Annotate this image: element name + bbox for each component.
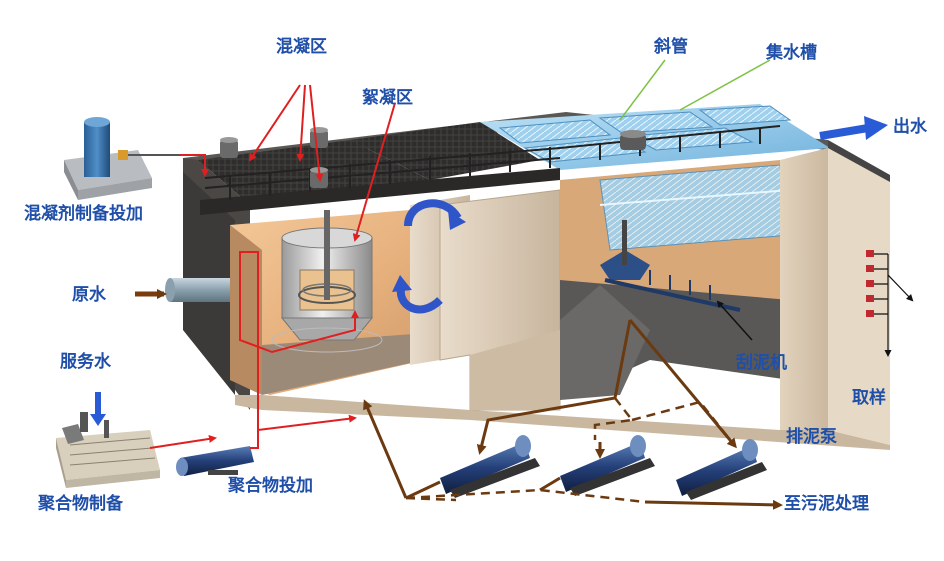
label-inclined-tubes: 斜管	[654, 37, 688, 57]
label-coagulation-zone: 混凝区	[276, 37, 327, 57]
outlet-arrow-shaft	[819, 124, 869, 140]
dosing-lines	[149, 84, 396, 449]
label-collection-trough: 集水槽	[766, 43, 817, 63]
tank-front-rim	[200, 168, 560, 215]
polymer-prep-unit	[56, 412, 160, 488]
coagulant-prep-unit	[64, 117, 180, 200]
label-flocculation-zone: 絮凝区	[362, 88, 413, 108]
label-outlet-water: 出水	[893, 117, 927, 137]
label-scraper: 刮泥机	[736, 353, 787, 373]
tank-end-rim	[828, 140, 890, 182]
sludge-pump-1	[440, 435, 540, 498]
inclined-tubes-inside	[599, 164, 791, 251]
flocculation-reactor	[271, 210, 383, 353]
deck-railings	[204, 125, 781, 200]
outlet-arrow	[819, 116, 888, 140]
label-coagulant-prep: 混凝剂制备投加	[24, 204, 143, 224]
rotation-arrows	[392, 199, 466, 314]
label-raw-water: 原水	[72, 285, 106, 305]
pointer-lines	[619, 59, 771, 121]
outlet-arrow-head	[864, 116, 888, 140]
label-polymer-dosing: 聚合物投加	[228, 476, 313, 496]
inclined-tube-modules	[498, 105, 792, 163]
sampling-valves	[866, 250, 914, 357]
settling-tank	[183, 104, 914, 450]
sludge-pump-2	[560, 435, 655, 496]
tank-end-wall	[828, 140, 890, 445]
label-service-water: 服务水	[60, 352, 111, 372]
label-polymer-prep: 聚合物制备	[38, 494, 123, 514]
label-sampling: 取样	[852, 388, 886, 408]
sludge-lines-dashed	[405, 397, 736, 504]
label-to-sludge-treatment: 至污泥处理	[784, 494, 869, 514]
label-sludge-pump: 排泥泵	[786, 427, 837, 447]
sludge-pump-3	[676, 439, 767, 500]
polymer-dosing-pump	[176, 446, 254, 476]
sludge-cone	[560, 285, 650, 400]
sludge-lines	[363, 319, 783, 510]
scraper-pointer	[716, 300, 753, 341]
baffle-base	[470, 330, 560, 410]
service-water-arrow-head	[90, 414, 106, 426]
mixing-chamber-side	[230, 225, 262, 395]
flocculation-deck	[350, 122, 540, 180]
tank-right-wall	[780, 148, 828, 430]
raw-water-pipe	[165, 278, 230, 302]
